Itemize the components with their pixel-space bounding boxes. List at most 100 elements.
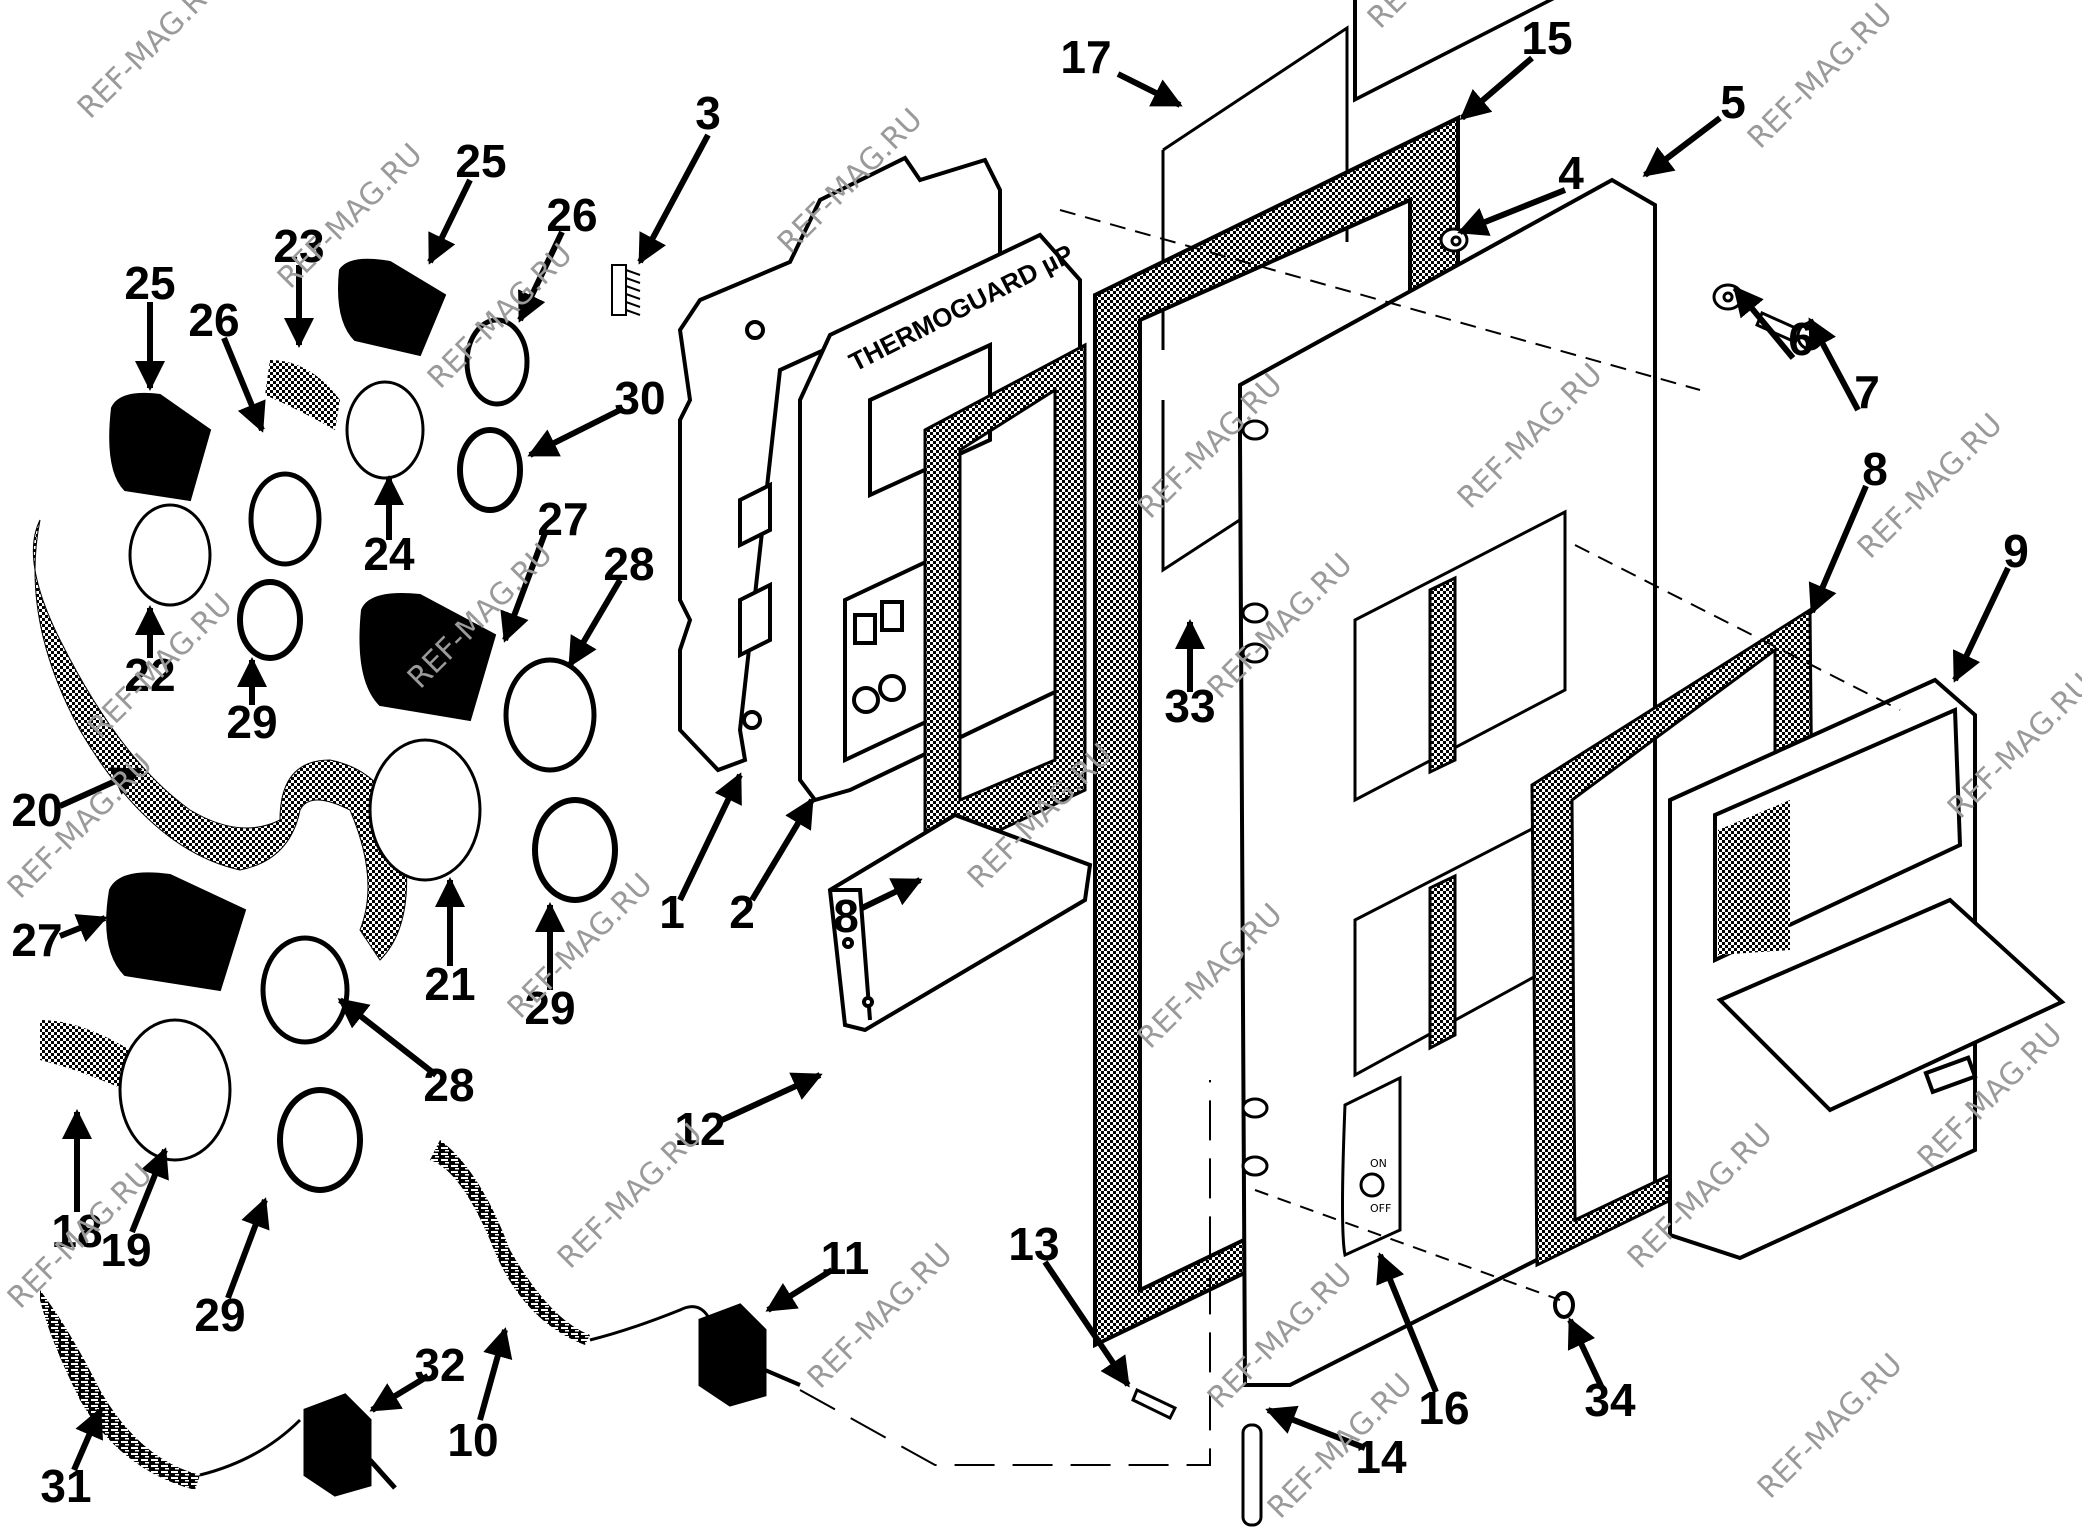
callout-25: 25	[427, 135, 507, 265]
callout-24: 24	[363, 475, 415, 580]
callout-15: 15	[1459, 12, 1573, 121]
callout-number: 26	[188, 294, 239, 346]
callout-33: 33	[1164, 619, 1216, 732]
watermark: REF-MAG.RU	[71, 0, 230, 126]
callout-number: 1	[659, 886, 685, 938]
callout-number: 21	[424, 958, 475, 1010]
callout-arrow	[527, 407, 622, 458]
callout-arrow	[1567, 1317, 1605, 1390]
callout-arrow	[567, 578, 623, 668]
callout-arrow	[1642, 115, 1722, 178]
callout-arrow	[1042, 1260, 1131, 1388]
callout-number: 24	[363, 528, 415, 580]
watermark: REF-MAG.RU	[1361, 0, 1520, 36]
callout-27: 27	[500, 493, 589, 643]
callout-30: 30	[527, 372, 666, 458]
callout-number: 17	[1060, 31, 1111, 83]
callout-number: 10	[447, 1414, 498, 1466]
callout-4: 4	[1457, 147, 1584, 236]
callout-16: 16	[1376, 1252, 1470, 1434]
callout-number: 30	[614, 372, 665, 424]
watermark: REF-MAG.RU	[551, 1117, 710, 1276]
switch-off-label: OFF	[1370, 1202, 1391, 1215]
connector-bodies	[118, 380, 482, 1162]
callout-number: 29	[226, 696, 277, 748]
part-34-nut	[1553, 1291, 1575, 1319]
watermark: REF-MAG.RU	[81, 587, 240, 746]
toggle-switch-leads	[40, 1140, 590, 1490]
callout-arrow	[71, 1407, 104, 1472]
callout-number: 4	[1558, 147, 1584, 199]
callout-arrow	[765, 1267, 834, 1313]
callout-arrow	[427, 178, 473, 265]
callout-number: 33	[1164, 680, 1215, 732]
callout-17: 17	[1060, 31, 1183, 108]
callout-27: 27	[11, 914, 108, 966]
assembly-center-lines	[799, 209, 1901, 1466]
callout-26: 26	[517, 189, 598, 323]
callout-arrow	[369, 1373, 430, 1413]
callout-29: 29	[524, 902, 576, 1034]
hose-clamps	[248, 317, 597, 1045]
part-32-toggle-switch	[199, 1393, 397, 1497]
callout-number: 28	[603, 538, 654, 590]
callout-8: 8	[833, 877, 923, 942]
callout-12: 12	[674, 1072, 823, 1155]
callout-arrow	[58, 767, 143, 809]
callout-9: 9	[1952, 525, 2029, 683]
cable-harness-mesh	[32, 360, 408, 1090]
callout-3: 3	[637, 87, 721, 265]
callout-number: 13	[1008, 1218, 1059, 1270]
callout-number: 12	[674, 1103, 725, 1155]
callout-number: 14	[1355, 1431, 1407, 1483]
part-8-left-gasket	[923, 342, 1087, 832]
callout-number: 27	[11, 914, 62, 966]
watermark: REF-MAG.RU	[421, 237, 580, 396]
callout-29: 29	[194, 1197, 270, 1341]
callout-23: 23	[273, 220, 325, 348]
callout-number: 18	[51, 1205, 102, 1257]
callout-arrow	[1952, 566, 2011, 683]
callout-11: 11	[765, 1232, 869, 1313]
part-12-mounting-bracket	[827, 812, 1093, 1033]
part-1-controller-housing	[677, 155, 1002, 773]
connector-boots	[106, 258, 497, 992]
callout-8: 8	[1808, 443, 1888, 615]
callout-25: 25	[124, 257, 176, 391]
callout-10: 10	[447, 1327, 513, 1466]
callout-number: 7	[1854, 366, 1880, 418]
callout-arrow	[1808, 484, 1869, 615]
callout-26: 26	[188, 294, 266, 433]
callout-number: 15	[1521, 12, 1572, 64]
callout-number: 2	[729, 886, 755, 938]
callout-number: 9	[2003, 525, 2029, 577]
callout-number: 34	[1584, 1374, 1636, 1426]
callout-number: 3	[695, 87, 721, 139]
coupling-rings	[237, 427, 618, 1193]
callout-number: 5	[1720, 76, 1746, 128]
door-hinge-knuckles	[1241, 419, 1269, 1177]
callout-7: 7	[1807, 317, 1880, 418]
callout-13: 13	[1008, 1218, 1131, 1388]
callout-28: 28	[337, 997, 475, 1111]
callout-arrow	[58, 914, 108, 942]
callout-arrow	[720, 1072, 823, 1123]
callout-number: 25	[455, 135, 506, 187]
part-9-display-cover	[1668, 677, 2066, 1261]
callout-28: 28	[567, 538, 655, 668]
part-14-hinge-pin	[1241, 1423, 1263, 1527]
callout-arrow	[1732, 285, 1796, 360]
callout-number: 20	[11, 784, 62, 836]
callout-number: 26	[546, 189, 597, 241]
part-13-spring	[1131, 1387, 1178, 1420]
callout-arrow	[337, 997, 438, 1078]
callout-1: 1	[659, 772, 743, 938]
callout-arrow	[677, 772, 743, 902]
callout-arrow	[1376, 1252, 1439, 1394]
callout-34: 34	[1567, 1317, 1636, 1426]
callout-18: 18	[51, 1109, 103, 1257]
callout-arrow	[1116, 71, 1183, 108]
callout-20: 20	[11, 767, 143, 836]
callout-number: 16	[1418, 1382, 1469, 1434]
